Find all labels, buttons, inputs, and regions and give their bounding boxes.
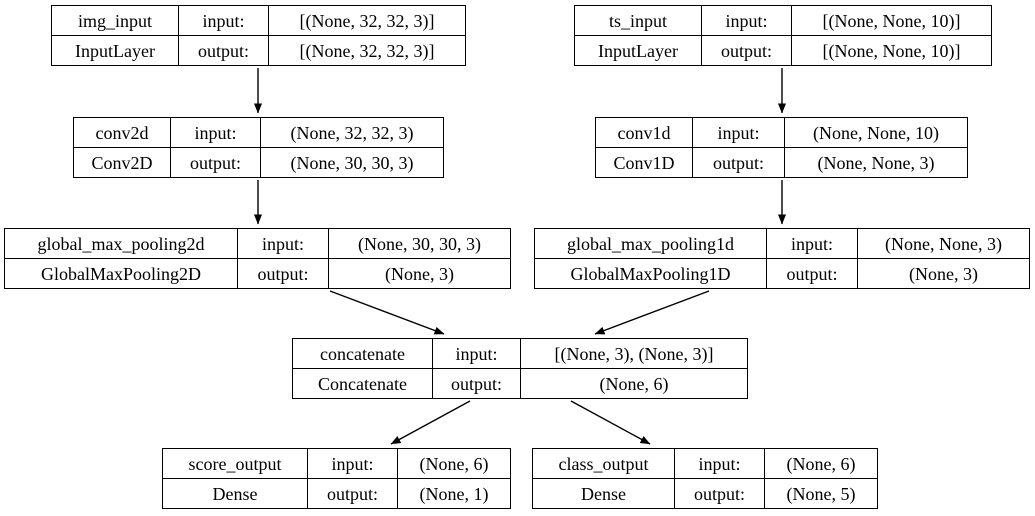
input-shape: (None, 6) — [764, 448, 878, 479]
input-label: input: — [178, 5, 269, 36]
layer-name: img_input — [51, 5, 179, 36]
output-label: output: — [432, 368, 521, 399]
edge-concatenate-score_output — [390, 400, 471, 445]
input-shape: [(None, None, 10)] — [791, 5, 992, 36]
input-shape: [(None, 32, 32, 3)] — [268, 5, 466, 36]
layer-class: GlobalMaxPooling2D — [4, 258, 238, 289]
output-shape: (None, 1) — [397, 478, 511, 509]
edge-global_max_pooling1d-concatenate — [594, 290, 710, 335]
output-shape: (None, 30, 30, 3) — [260, 147, 444, 178]
output-shape: (None, 6) — [520, 368, 748, 399]
layer-class: Conv1D — [595, 147, 693, 178]
layer-node-ts-input: ts_input input: [(None, None, 10)] Input… — [574, 5, 992, 66]
output-label: output: — [692, 147, 785, 178]
input-label: input: — [701, 5, 792, 36]
layer-name: score_output — [162, 448, 308, 479]
layer-node-img-input: img_input input: [(None, 32, 32, 3)] Inp… — [51, 5, 466, 66]
output-shape: (None, 3) — [857, 258, 1030, 289]
input-label: input: — [674, 448, 765, 479]
output-label: output: — [170, 147, 261, 178]
input-shape: (None, None, 10) — [784, 117, 968, 148]
edge-global_max_pooling2d-concatenate — [329, 290, 445, 335]
input-label: input: — [170, 117, 261, 148]
output-label: output: — [178, 35, 269, 66]
layer-class: Concatenate — [292, 368, 433, 399]
layer-name: global_max_pooling1d — [534, 228, 767, 259]
input-shape: (None, 6) — [397, 448, 511, 479]
layer-name: conv2d — [73, 117, 171, 148]
input-label: input: — [432, 338, 521, 369]
output-label: output: — [307, 478, 398, 509]
input-shape: [(None, 3), (None, 3)] — [520, 338, 748, 369]
output-label: output: — [766, 258, 858, 289]
output-shape: [(None, 32, 32, 3)] — [268, 35, 466, 66]
output-label: output: — [674, 478, 765, 509]
output-shape: (None, 3) — [328, 258, 511, 289]
layer-class: Dense — [162, 478, 308, 509]
output-shape: (None, None, 3) — [784, 147, 968, 178]
input-label: input: — [307, 448, 398, 479]
layer-node-global-max-pooling1d: global_max_pooling1d input: (None, None,… — [534, 228, 1030, 289]
layer-node-conv1d: conv1d input: (None, None, 10) Conv1D ou… — [595, 117, 968, 178]
input-shape: (None, 32, 32, 3) — [260, 117, 444, 148]
layer-class: InputLayer — [574, 35, 702, 66]
output-label: output: — [237, 258, 329, 289]
layer-node-score-output: score_output input: (None, 6) Dense outp… — [162, 448, 511, 509]
output-shape: [(None, None, 10)] — [791, 35, 992, 66]
layer-name: class_output — [532, 448, 675, 479]
edge-concatenate-class_output — [570, 400, 651, 445]
input-label: input: — [766, 228, 858, 259]
output-label: output: — [701, 35, 792, 66]
input-shape: (None, None, 3) — [857, 228, 1030, 259]
layer-name: conv1d — [595, 117, 693, 148]
input-label: input: — [237, 228, 329, 259]
layer-name: ts_input — [574, 5, 702, 36]
layer-class: Dense — [532, 478, 675, 509]
layer-name: concatenate — [292, 338, 433, 369]
layer-node-concatenate: concatenate input: [(None, 3), (None, 3)… — [292, 338, 748, 399]
layer-node-conv2d: conv2d input: (None, 32, 32, 3) Conv2D o… — [73, 117, 444, 178]
input-label: input: — [692, 117, 785, 148]
layer-node-class-output: class_output input: (None, 6) Dense outp… — [532, 448, 878, 509]
layer-name: global_max_pooling2d — [4, 228, 238, 259]
layer-node-global-max-pooling2d: global_max_pooling2d input: (None, 30, 3… — [4, 228, 511, 289]
layer-class: InputLayer — [51, 35, 179, 66]
input-shape: (None, 30, 30, 3) — [328, 228, 511, 259]
layer-class: Conv2D — [73, 147, 171, 178]
output-shape: (None, 5) — [764, 478, 878, 509]
layer-class: GlobalMaxPooling1D — [534, 258, 767, 289]
